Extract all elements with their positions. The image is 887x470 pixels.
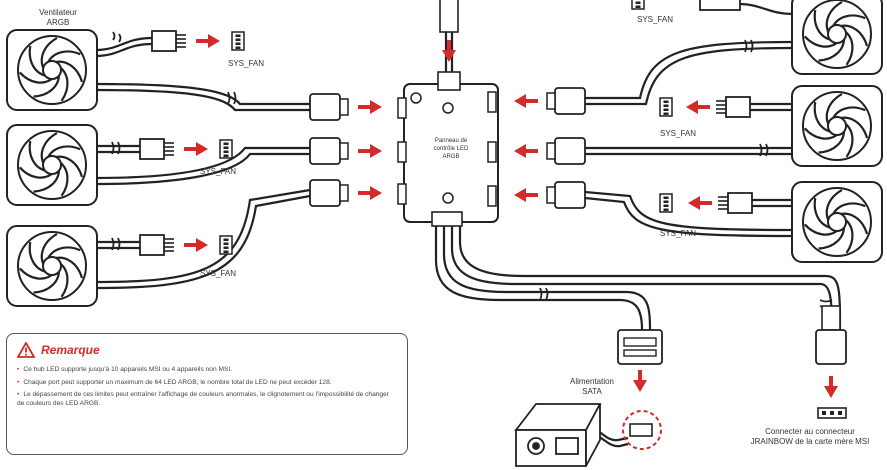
argb-plug-left-2 — [309, 137, 349, 165]
arrow-left-icon — [686, 194, 714, 212]
arrow-left-icon — [512, 186, 540, 204]
argb-plug-right-2 — [546, 137, 586, 165]
sys-fan-header-right-2 — [659, 97, 673, 117]
sys-fan-label: SYS_FAN — [200, 269, 236, 278]
sata-connector — [617, 329, 663, 365]
arrow-down-icon — [631, 368, 649, 394]
sys-fan-label: SYS_FAN — [660, 229, 696, 238]
arrow-right-icon — [356, 142, 384, 160]
fan-plug-right-1 — [699, 0, 741, 11]
sys-fan-header-left-1 — [231, 31, 245, 51]
arrow-right-icon — [356, 98, 384, 116]
arrow-right-icon — [182, 140, 210, 158]
note-item: •Ce hub LED supporte jusqu'à 10 appareil… — [17, 366, 233, 373]
argb-plug-left-1 — [309, 93, 349, 121]
fan-right-3 — [790, 180, 884, 264]
sys-fan-header-left-2 — [219, 139, 233, 159]
arrow-left-icon — [512, 142, 540, 160]
fan-plug-right-3 — [717, 192, 753, 214]
psu-icon — [514, 403, 602, 467]
jrainbow-header — [817, 407, 847, 419]
highlight-circle — [622, 410, 662, 450]
note-title: Remarque — [41, 343, 100, 357]
sata-label-line-2: SATA — [582, 387, 602, 396]
fan-plug-left-2 — [139, 138, 175, 160]
note-item: •Le dépassement de ces limites peut entr… — [17, 391, 389, 407]
arrow-right-icon — [356, 184, 384, 202]
sys-fan-header-left-3 — [219, 235, 233, 255]
argb-led-hub — [397, 71, 499, 227]
argb-plug-right-3 — [546, 181, 586, 209]
note-item-text: Le dépassement de ces limites peut entra… — [17, 391, 389, 407]
fan-plug-left-3 — [139, 234, 175, 256]
fan-left-1 — [5, 28, 99, 112]
note-item-text: Chaque port peut supporter un maximum de… — [23, 378, 332, 386]
note-header: Remarque — [17, 342, 397, 358]
sys-fan-label: SYS_FAN — [660, 129, 696, 138]
sys-fan-label: SYS_FAN — [200, 167, 236, 176]
fan-label-line-1: Ventilateur — [39, 8, 77, 17]
hub-label-line-3: ARGB — [442, 154, 459, 160]
hub-top-connector — [439, 0, 459, 33]
fan-label-line-2: ARGB — [47, 18, 70, 27]
fan-left-2 — [5, 123, 99, 207]
warning-icon — [17, 342, 35, 358]
note-box: Remarque •Ce hub LED supporte jusqu'à 10… — [6, 333, 408, 455]
fan-right-1 — [790, 0, 884, 76]
sys-fan-header-right-3 — [659, 193, 673, 213]
note-item-text: Ce hub LED supporte jusqu'à 10 appareils… — [23, 366, 233, 373]
sata-label-line-1: Alimentation — [570, 377, 614, 386]
cables — [95, 2, 842, 448]
note-item: •Chaque port peut supporter un maximum d… — [17, 378, 332, 386]
arrow-right-icon — [182, 236, 210, 254]
sys-fan-label: SYS_FAN — [637, 15, 673, 24]
fan-plug-right-2 — [715, 96, 751, 118]
arrow-left-icon — [512, 92, 540, 110]
psu-sata-plug — [629, 423, 653, 437]
sys-fan-label: SYS_FAN — [228, 59, 264, 68]
argb-plug-right-1 — [546, 87, 586, 115]
jrainbow-plug — [815, 305, 847, 365]
hub-label-line-2: contrôle LED — [434, 146, 469, 152]
hub-label-line-1: Panneau de — [435, 138, 468, 144]
fan-plug-left-1 — [151, 30, 187, 52]
arrow-down-icon — [822, 374, 840, 400]
argb-plug-left-3 — [309, 179, 349, 207]
jrainbow-label-line-2: JRAINBOW de la carte mère MSI — [751, 437, 870, 446]
jrainbow-label-line-1: Connecter au connecteur — [765, 427, 855, 436]
sys-fan-header-right-1 — [631, 0, 645, 10]
arrow-right-icon — [194, 32, 222, 50]
fan-left-3 — [5, 224, 99, 308]
fan-right-2 — [790, 84, 884, 168]
arrow-down-icon — [440, 38, 458, 64]
arrow-left-icon — [684, 98, 712, 116]
